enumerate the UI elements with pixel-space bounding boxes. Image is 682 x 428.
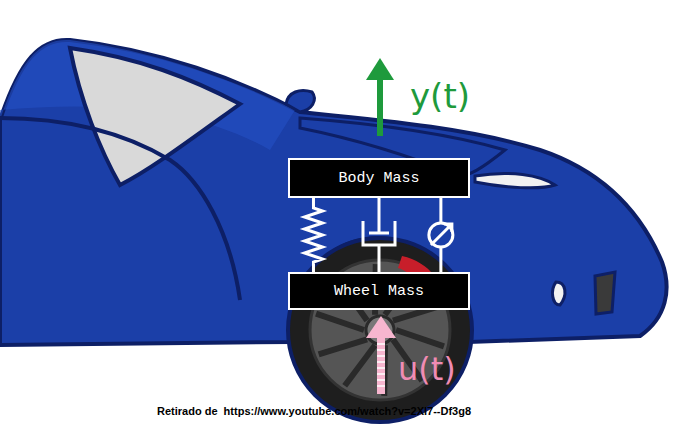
spoke — [396, 330, 444, 346]
spoke — [345, 345, 375, 386]
input-signal-label: u(t) — [398, 350, 456, 388]
grille — [595, 272, 615, 314]
mass-label: Body Mass — [330, 170, 427, 187]
arrow-texture — [377, 344, 385, 386]
output-arrowhead — [366, 58, 394, 80]
spoke — [319, 339, 367, 354]
arrow-stripe — [377, 373, 385, 375]
output-signal-label: y(t) — [410, 76, 470, 116]
output-arrow — [377, 78, 383, 136]
car-body — [0, 40, 667, 345]
arrow-stripe — [377, 343, 385, 345]
spring-symbol — [304, 198, 322, 272]
body-mass-box: Body Mass — [288, 158, 470, 198]
arrow-stripe — [377, 349, 385, 351]
actuator-symbol — [429, 198, 453, 272]
arrow-stripe — [377, 355, 385, 357]
fog-light — [553, 282, 565, 305]
window — [70, 48, 240, 185]
damper-symbol — [363, 198, 395, 272]
mirror — [286, 91, 314, 113]
arrow-stripe — [377, 379, 385, 381]
spoke — [316, 314, 364, 330]
tire — [288, 238, 472, 422]
mass-label: Wheel Mass — [326, 283, 432, 300]
input-arrowhead — [366, 316, 396, 338]
body-line — [0, 118, 240, 300]
arrow-stripe — [377, 361, 385, 363]
source-note: Retirado de https://www.youtube.com/watc… — [157, 405, 471, 417]
input-arrow — [377, 336, 385, 394]
headlight — [475, 173, 555, 187]
arrow-stripe — [377, 385, 385, 387]
wheel-mass-box: Wheel Mass — [288, 272, 470, 310]
arrow-stripe — [377, 367, 385, 369]
